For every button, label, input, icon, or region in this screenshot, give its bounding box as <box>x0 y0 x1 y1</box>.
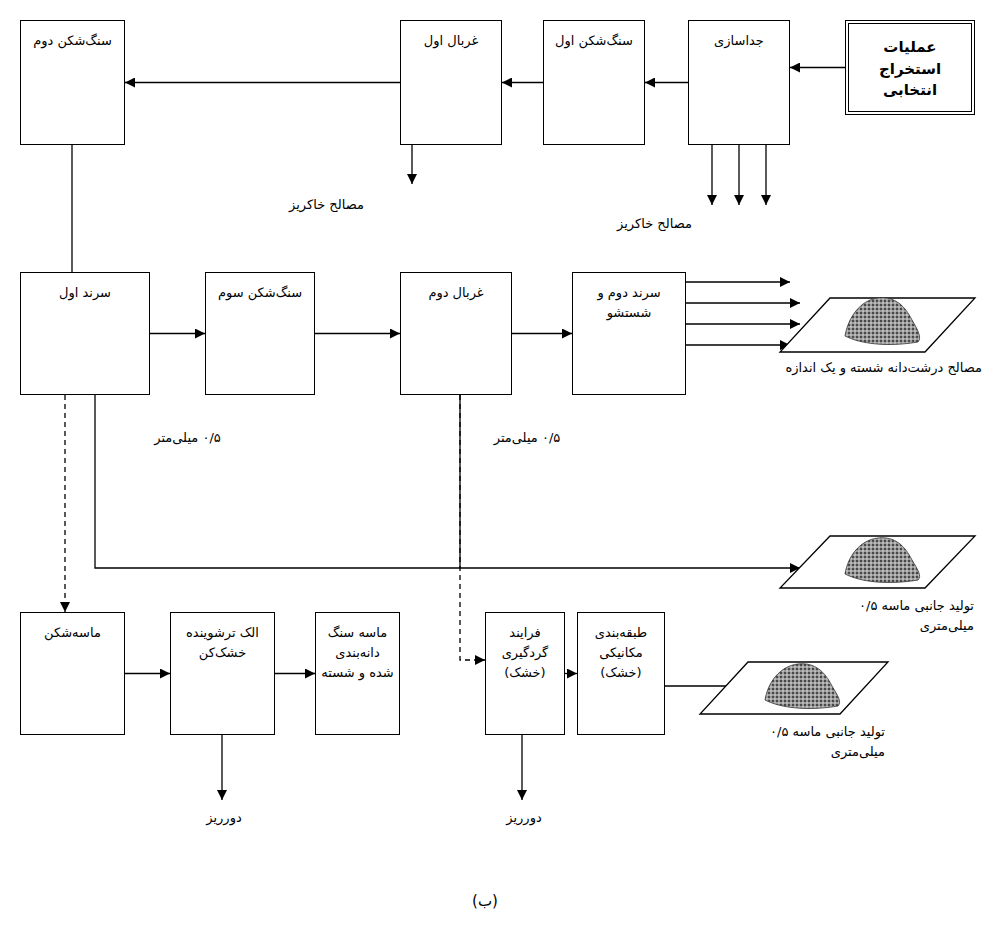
flow-label: مصالح درشت‌دانه شسته و یک اندازه <box>775 358 984 378</box>
box-label: سنگ‌شکن اول <box>549 31 639 51</box>
stockpile-plate <box>780 536 975 588</box>
byproduct-line <box>95 395 800 568</box>
text-wrap: الک ترشوینده خشک‌کن <box>176 623 269 663</box>
stockpile <box>845 538 920 583</box>
text-wrap: سنگ‌شکن اول <box>549 31 639 51</box>
output-arrow <box>686 302 800 303</box>
output-arrow <box>738 145 739 205</box>
box-label: جداسازی <box>694 31 784 51</box>
box-label: فرایند گردگیری (خشک) <box>491 623 559 683</box>
dashed-flow-arrow <box>64 395 65 612</box>
text-wrap: عملیات استخراج انتخابی <box>854 37 966 102</box>
box-label: طبقه‌بندی مکانیکی (خشک) <box>583 623 659 683</box>
flow-arrow <box>565 673 577 674</box>
stockpile-plate <box>780 298 975 352</box>
flow-label: تولید جانبی ماسه ۰/۵ میلی‌متری <box>800 596 976 636</box>
reject-arrow <box>521 735 522 800</box>
box-label: غربال دوم <box>406 283 506 303</box>
output-arrow <box>686 323 800 324</box>
output-arrow <box>411 145 412 184</box>
text-wrap: سنگ‌شکن دوم <box>26 31 119 51</box>
box-label: الک ترشوینده خشک‌کن <box>176 623 269 663</box>
box-label: غربال اول <box>406 31 496 51</box>
output-arrow <box>711 145 712 205</box>
box-label: سرند دوم و شستشو <box>578 283 680 323</box>
process-box: غربال دوم <box>400 272 512 395</box>
flow-label: دورریز <box>177 808 271 828</box>
text-wrap: طبقه‌بندی مکانیکی (خشک) <box>583 623 659 683</box>
process-box: سنگ‌شکن دوم <box>20 20 125 145</box>
stockpile-plate <box>700 662 888 714</box>
flow-label: دورریز <box>477 808 571 828</box>
text-wrap: سرند دوم و شستشو <box>578 283 680 323</box>
process-box: جداسازی <box>688 20 790 145</box>
flow-arrow <box>275 673 315 674</box>
extraction-box: عملیات استخراج انتخابی <box>845 20 975 115</box>
output-arrow <box>686 281 790 282</box>
flow-label: مصالح خاکریز <box>595 214 714 234</box>
flow-label: مصالح خاکریز <box>262 195 391 215</box>
output-arrow <box>686 344 790 345</box>
text-wrap: ماسه‌شکن <box>26 623 119 643</box>
process-box: سرند اول <box>20 272 150 395</box>
box-label: ماسه سنگ دانه‌بندی شده و شسته <box>321 623 394 683</box>
process-box: طبقه‌بندی مکانیکی (خشک) <box>577 612 665 735</box>
output-arrow <box>765 145 766 205</box>
process-box: سنگ‌شکن اول <box>543 20 645 145</box>
stockpile <box>845 298 920 345</box>
text-wrap: سنگ‌شکن سوم <box>211 283 309 303</box>
flow-label: تولید جانبی ماسه ۰/۵ میلی‌متری <box>718 722 887 762</box>
process-box: سنگ‌شکن سوم <box>205 272 315 395</box>
process-box: غربال اول <box>400 20 502 145</box>
flow-label: ۰/۵ میلی‌متر <box>128 428 247 448</box>
box-label: ماسه‌شکن <box>26 623 119 643</box>
flow-arrow <box>315 333 400 334</box>
flow-arrow <box>502 82 543 83</box>
box-label: سنگ‌شکن دوم <box>26 31 119 51</box>
flow-arrow <box>645 82 688 83</box>
flow-arrow <box>71 145 72 272</box>
box-label: سرند اول <box>26 283 144 303</box>
process-box: ماسه سنگ دانه‌بندی شده و شسته <box>315 612 400 735</box>
text-wrap: ماسه سنگ دانه‌بندی شده و شسته <box>321 623 394 683</box>
text-wrap: فرایند گردگیری (خشک) <box>491 623 559 683</box>
process-box: الک ترشوینده خشک‌کن <box>170 612 275 735</box>
process-box: فرایند گردگیری (خشک) <box>485 612 565 735</box>
process-box: سرند دوم و شستشو <box>572 272 686 395</box>
text-wrap: غربال اول <box>406 31 496 51</box>
stockpile <box>765 664 840 709</box>
flow-arrow <box>125 82 400 83</box>
reject-arrow <box>221 735 222 800</box>
flow-label: ۰/۵ میلی‌متر <box>470 428 584 448</box>
text-wrap: سرند اول <box>26 283 144 303</box>
box-label: عملیات استخراج انتخابی <box>854 37 966 102</box>
flow-arrow <box>512 333 572 334</box>
text-wrap: غربال دوم <box>406 283 506 303</box>
process-box: ماسه‌شکن <box>20 612 125 735</box>
text-wrap: جداسازی <box>694 31 784 51</box>
box-label: سنگ‌شکن سوم <box>211 283 309 303</box>
flow-arrow <box>125 673 170 674</box>
flow-arrow <box>790 67 845 68</box>
figure-caption: (ب) <box>435 892 535 910</box>
flow-arrow <box>150 333 205 334</box>
